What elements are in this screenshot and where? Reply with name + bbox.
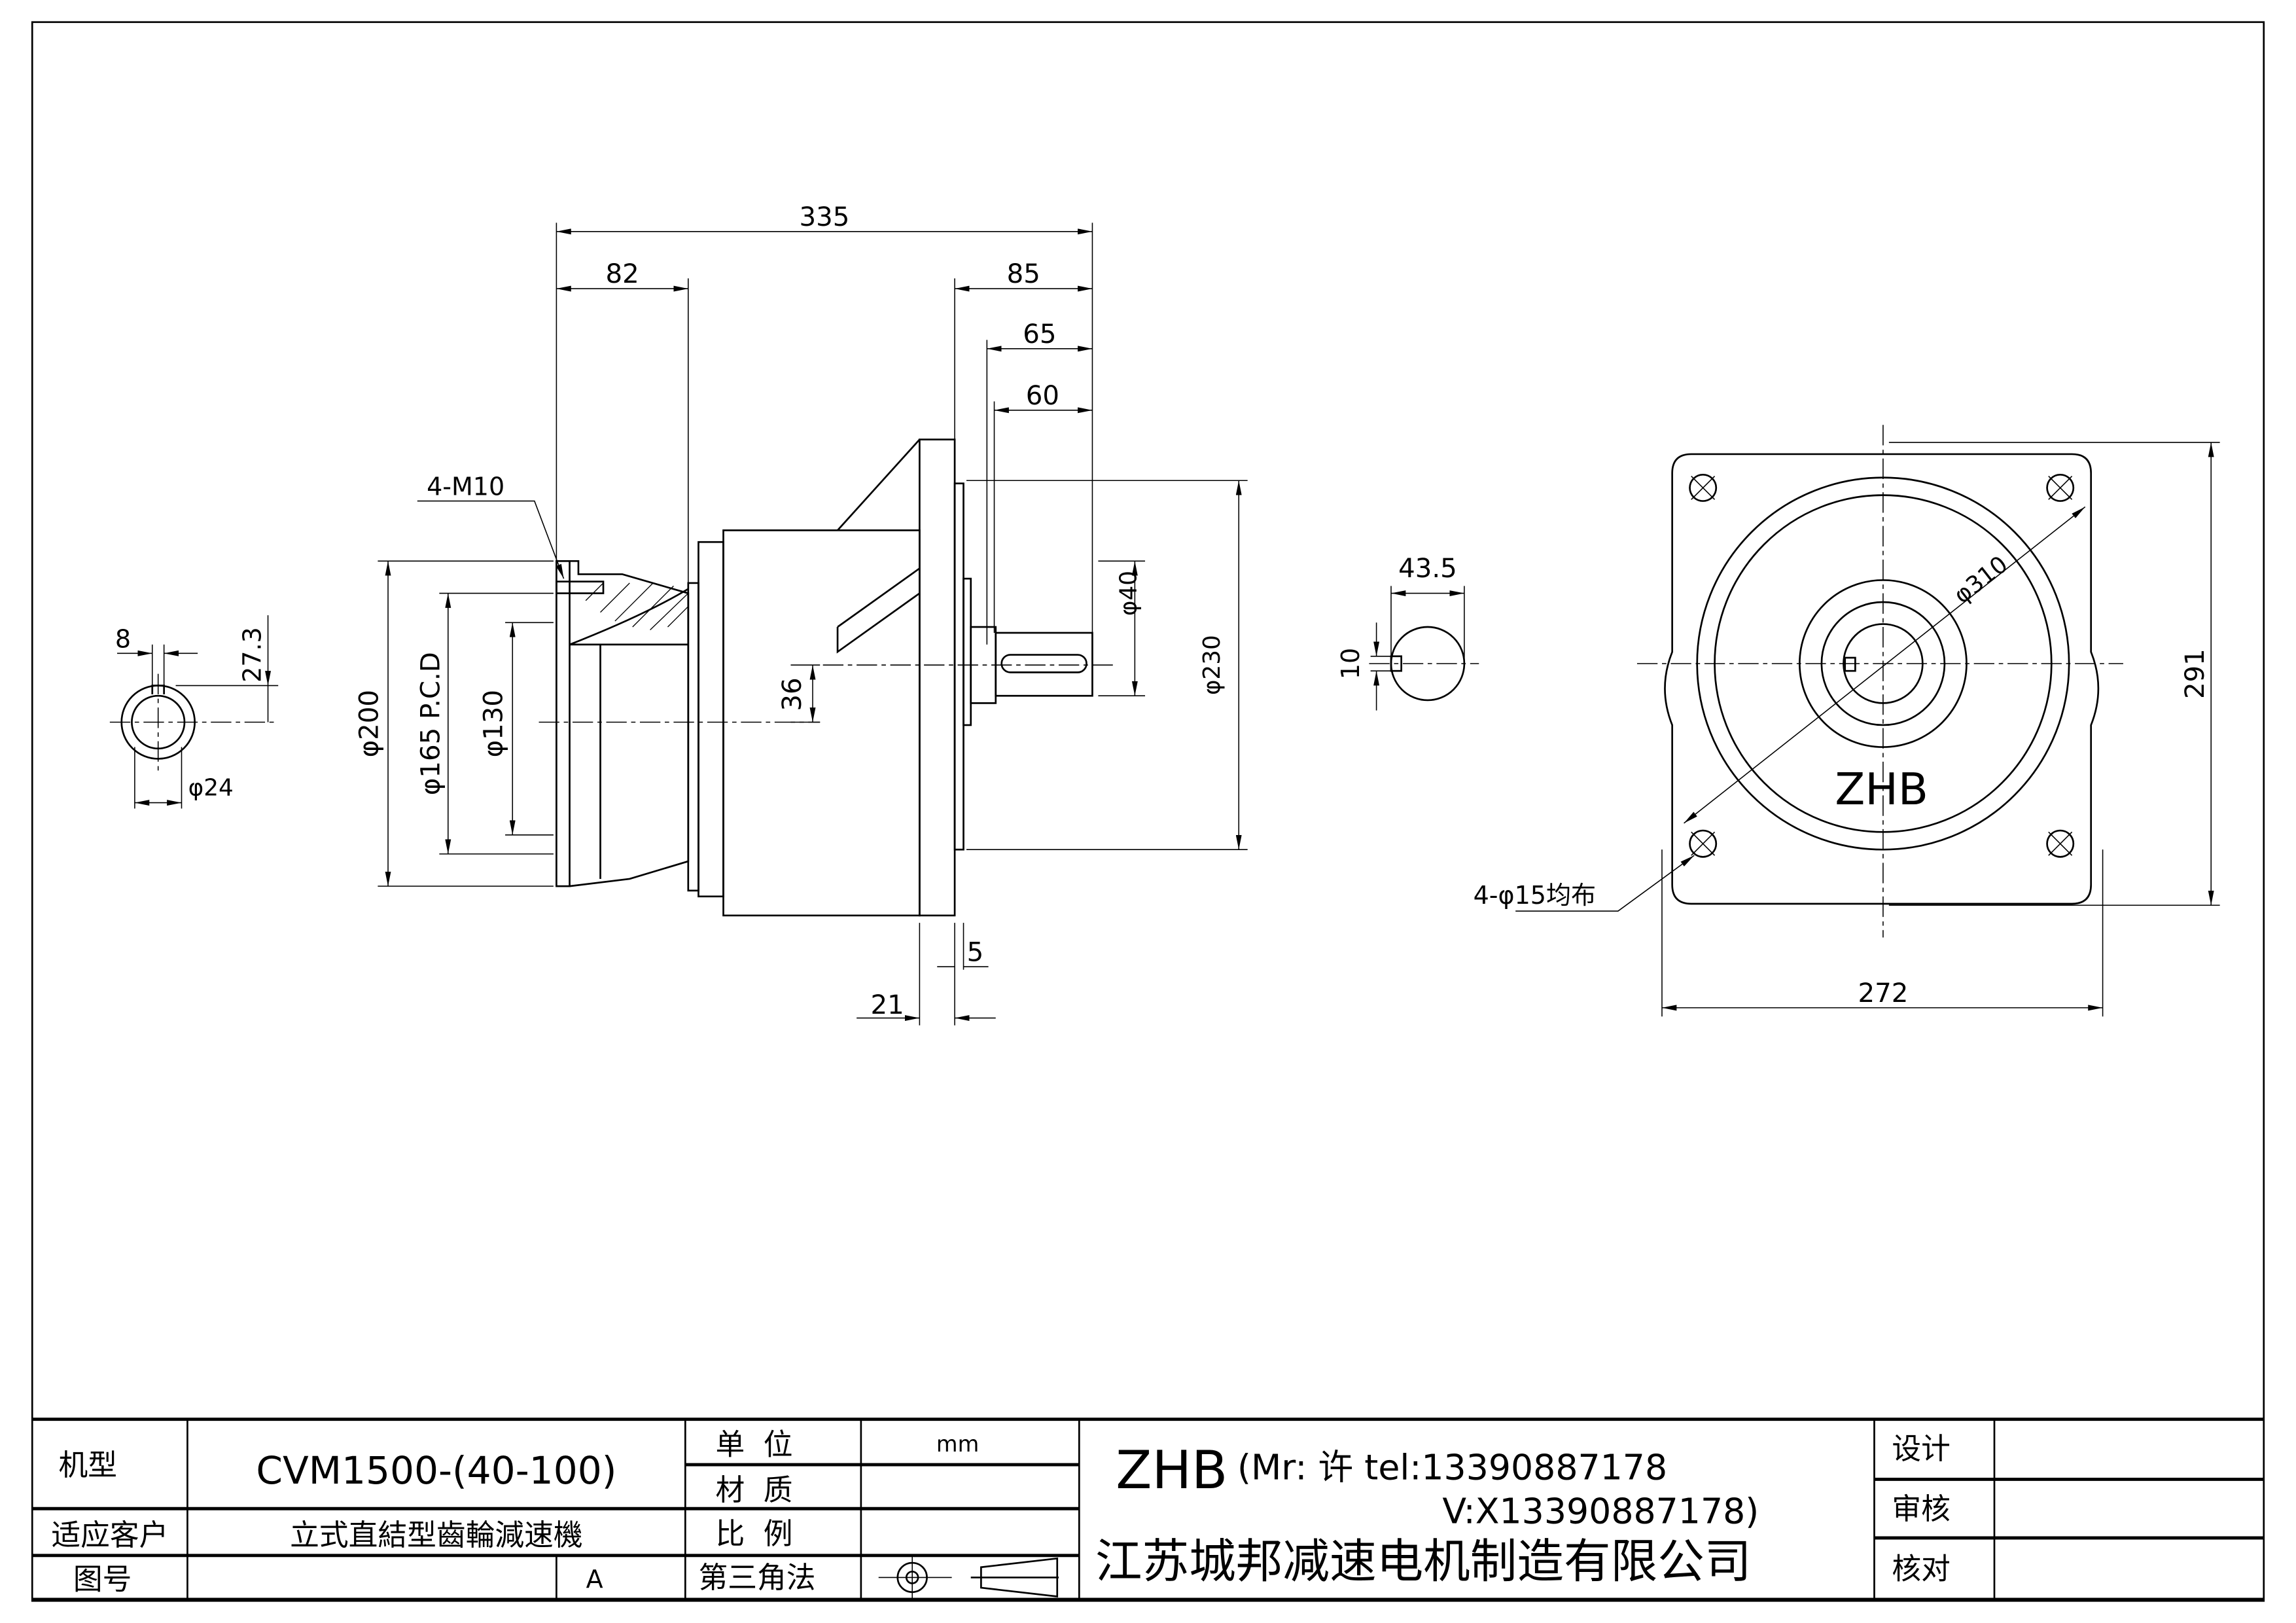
material-label: 材 质 xyxy=(716,1472,793,1507)
input-bore-view: 8 27.3 φ24 xyxy=(109,615,279,809)
zhb-brand-mark: ZHB xyxy=(1835,764,1928,815)
front-view: ZHB φ310 4-φ15均布 291 272 xyxy=(1474,425,2220,1017)
dim-phi130: φ130 xyxy=(479,690,509,757)
revision: A xyxy=(586,1565,603,1594)
company-name: 江苏城邦减速电机制造有限公司 xyxy=(1095,1534,1752,1588)
dim-272: 272 xyxy=(1858,978,1908,1008)
dim-5: 5 xyxy=(967,937,984,967)
scale-label: 比 例 xyxy=(716,1516,793,1551)
dim-4-m10: 4-M10 xyxy=(427,473,504,501)
model-label: 机型 xyxy=(59,1448,118,1482)
check-label: 核对 xyxy=(1892,1552,1951,1586)
dim-phi165-pcd: φ165 P.C.D xyxy=(415,652,446,795)
design-label: 设计 xyxy=(1892,1431,1951,1466)
model-value: CVM1500-(40-100) xyxy=(256,1448,616,1493)
dim-8: 8 xyxy=(115,624,131,653)
company-brand: ZHB xyxy=(1116,1439,1227,1501)
dim-43-5: 43.5 xyxy=(1398,554,1457,584)
contact-line-1: (Mr: 许 tel:13390887178 xyxy=(1237,1446,1667,1488)
dim-60: 60 xyxy=(1026,381,1059,411)
title-block: 机型 CVM1500-(40-100) 适应客户 立式直結型齒輪減速機 图号 A… xyxy=(32,1418,2264,1601)
customer-label: 适应客户 xyxy=(51,1518,168,1552)
unit-value: mm xyxy=(936,1431,979,1457)
dim-phi40: φ40 xyxy=(1116,571,1142,616)
dim-phi200: φ200 xyxy=(354,690,384,757)
review-label: 审核 xyxy=(1892,1491,1951,1526)
mounting-hole-icons xyxy=(1689,473,2075,858)
dim-27-3: 27.3 xyxy=(238,627,266,683)
unit-label: 单 位 xyxy=(716,1427,793,1461)
dim-mount-holes: 4-φ15均布 xyxy=(1474,881,1596,910)
dim-10: 10 xyxy=(1336,648,1365,679)
description: 立式直結型齒輪減速機 xyxy=(290,1518,583,1552)
dim-85: 85 xyxy=(1007,259,1040,289)
output-key-view: 43.5 10 xyxy=(1336,554,1479,711)
dim-phi24: φ24 xyxy=(188,774,234,801)
dim-82: 82 xyxy=(605,259,639,289)
dim-291: 291 xyxy=(2180,649,2210,699)
dim-335: 335 xyxy=(799,202,849,232)
dim-65: 65 xyxy=(1023,319,1056,349)
third-angle-projection-icon xyxy=(878,1555,1059,1599)
dim-21: 21 xyxy=(871,990,904,1020)
side-view: 335 82 85 65 60 21 5 4-M10 36 φ200 φ165 … xyxy=(354,202,1248,1026)
dim-phi230: φ230 xyxy=(1199,635,1226,695)
dim-36: 36 xyxy=(777,677,807,711)
contact-line-2: V:X13390887178) xyxy=(1442,1491,1759,1532)
projection-label: 第三角法 xyxy=(698,1560,815,1595)
drawing-no-label: 图号 xyxy=(73,1561,132,1596)
